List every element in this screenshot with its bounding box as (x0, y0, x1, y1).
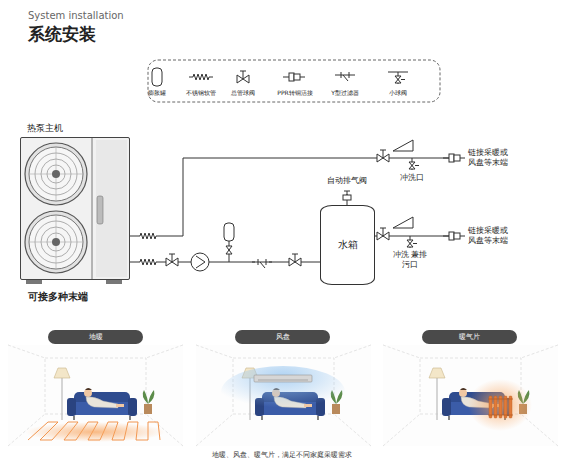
heat-pump-unit: 热泵主机 (20, 137, 130, 280)
node-label: 风盘 (276, 332, 290, 342)
legend-label: 不锈钢软管 (186, 89, 216, 96)
terminal-note: 链接采暖或 风盘等末端 (468, 226, 510, 245)
valve-label: 自动排气阀 (327, 176, 367, 186)
node-label: 水箱 (338, 238, 358, 252)
page-title: 系统安装 (28, 24, 96, 44)
legend-label: 膨胀罐 (148, 89, 166, 96)
legend-label: Y型过滤器 (331, 89, 359, 96)
node-label: 暖气片 (459, 332, 480, 342)
legend-label: 小球阀 (389, 89, 407, 96)
section-heading: 可接多种末端 (28, 291, 88, 303)
terminal-tab: 暖气片 (422, 330, 517, 344)
port-label: 冲洗口 (400, 173, 424, 183)
legend-label: 总管球阀 (231, 89, 255, 96)
subtitle: System installation (28, 10, 124, 22)
node-label: 地暖 (89, 332, 103, 342)
caption: 地暖、风盘、暖气片，满足不同家庭采暖需求 (212, 451, 352, 459)
port-label: 冲洗 兼排污口 (392, 250, 427, 269)
terminal-note: 链接采暖或 风盘等末端 (468, 148, 510, 167)
node-label: 热泵主机 (27, 122, 63, 135)
water-tank: 水箱 (320, 205, 375, 285)
terminal-tab: 风盘 (235, 330, 330, 344)
legend-label: PPR转铜活接 (277, 89, 312, 96)
terminal-tab: 地暖 (48, 330, 143, 344)
